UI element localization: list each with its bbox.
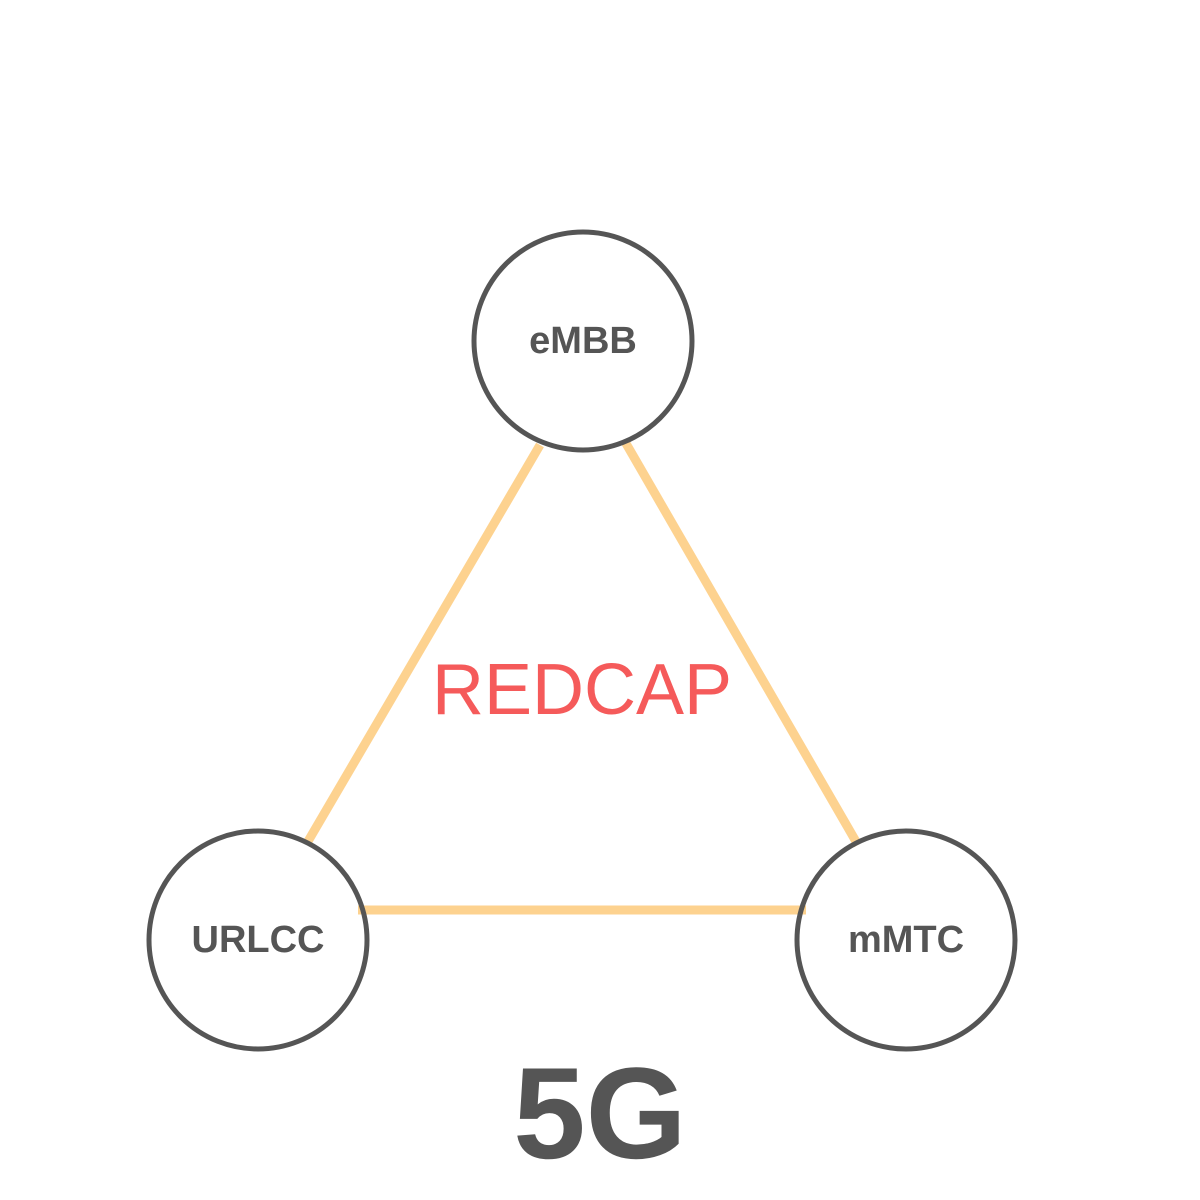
node-embb: eMBB	[471, 229, 695, 453]
node-mmtc: mMTC	[794, 828, 1018, 1052]
node-embb-label: eMBB	[529, 320, 637, 362]
node-mmtc-circle	[794, 828, 1018, 1052]
edge-embb-urlcc	[303, 442, 544, 846]
node-urlcc-circle	[146, 828, 370, 1052]
node-embb-circle	[471, 229, 695, 453]
node-urlcc: URLCC	[146, 828, 370, 1052]
node-mmtc-label: mMTC	[848, 919, 964, 961]
node-urlcc-label: URLCC	[192, 919, 325, 961]
center-label: REDCAP	[432, 650, 732, 730]
edge-embb-mmtc	[620, 437, 862, 848]
bottom-label: 5G	[513, 1040, 686, 1186]
